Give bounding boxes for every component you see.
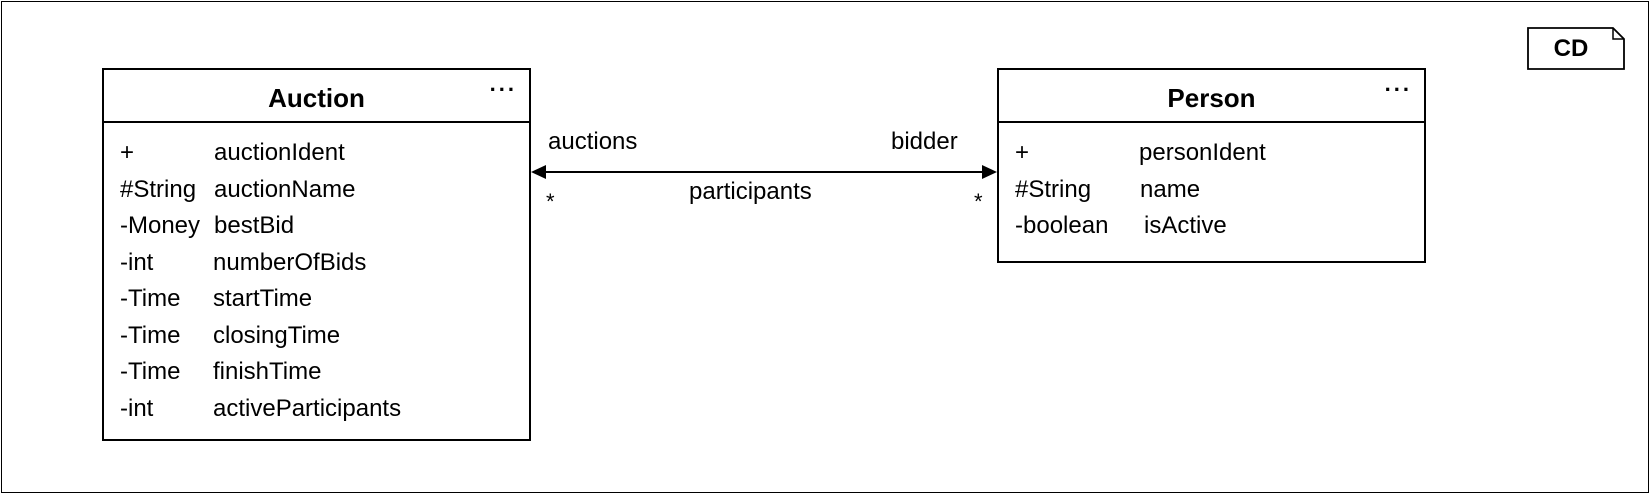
attribute-type: #String <box>1015 175 1092 203</box>
attribute-name: isActive <box>1144 212 1227 239</box>
attribute-type: #String <box>120 175 197 203</box>
class-auction[interactable]: Auction ... + auctionIdent #String aucti… <box>102 68 531 441</box>
attribute-row: -int activeParticipants <box>104 391 529 428</box>
multiplicity-left: * <box>546 189 555 214</box>
multiplicity-right: * <box>974 189 983 214</box>
more-options-icon[interactable]: ... <box>1384 71 1412 96</box>
attribute-name: personIdent <box>1139 139 1266 166</box>
attribute-name: auctionName <box>214 175 356 203</box>
attribute-row: + auctionIdent <box>104 135 529 172</box>
attribute-name: name <box>1140 175 1201 203</box>
attribute-list: + personIdent #String name -boolean isAc… <box>999 123 1424 245</box>
attribute-type: -Money <box>120 212 201 239</box>
class-name: Person <box>1167 83 1256 113</box>
attribute-type: -int <box>120 248 154 276</box>
attribute-row: #String auctionName <box>104 172 529 209</box>
attribute-name: numberOfBids <box>213 248 367 276</box>
note-shape-icon <box>1527 27 1625 70</box>
attribute-row: -boolean isActive <box>999 208 1424 245</box>
role-label-bidder: bidder <box>891 128 958 155</box>
attribute-type: -Time <box>120 285 181 312</box>
attribute-row: -Money bestBid <box>104 208 529 245</box>
diagram-type-label: CD <box>1553 35 1589 62</box>
attribute-row: -Time closingTime <box>104 318 529 355</box>
attribute-type: -Time <box>120 321 181 349</box>
attribute-row: -int numberOfBids <box>104 245 529 282</box>
attribute-type: -Time <box>120 358 181 385</box>
attribute-name: startTime <box>213 285 313 312</box>
attribute-type: + <box>1015 139 1030 166</box>
attribute-row: #String name <box>999 172 1424 209</box>
class-person[interactable]: Person ... + personIdent #String name -b… <box>997 68 1426 263</box>
attribute-name: bestBid <box>214 212 295 239</box>
arrowhead-right-icon <box>982 165 997 179</box>
attribute-type: + <box>120 139 135 166</box>
attribute-row: + personIdent <box>999 135 1424 172</box>
attribute-name: closingTime <box>213 321 341 349</box>
attribute-list: + auctionIdent #String auctionName -Mone… <box>104 123 529 427</box>
attribute-row: -Time finishTime <box>104 354 529 391</box>
association-name: participants <box>689 178 812 205</box>
role-label-auctions: auctions <box>548 128 638 155</box>
attribute-name: finishTime <box>213 358 322 385</box>
arrowhead-left-icon <box>531 165 546 179</box>
attribute-name: auctionIdent <box>214 139 345 166</box>
attribute-row: -Time startTime <box>104 281 529 318</box>
diagram-type-tag: CD <box>1527 27 1625 70</box>
attribute-type: -int <box>120 394 154 422</box>
class-header: Person ... <box>999 70 1424 123</box>
attribute-type: -boolean <box>1015 212 1109 239</box>
class-header: Auction ... <box>104 70 529 123</box>
more-options-icon[interactable]: ... <box>489 71 517 96</box>
class-name: Auction <box>268 83 365 113</box>
attribute-name: activeParticipants <box>213 394 402 422</box>
